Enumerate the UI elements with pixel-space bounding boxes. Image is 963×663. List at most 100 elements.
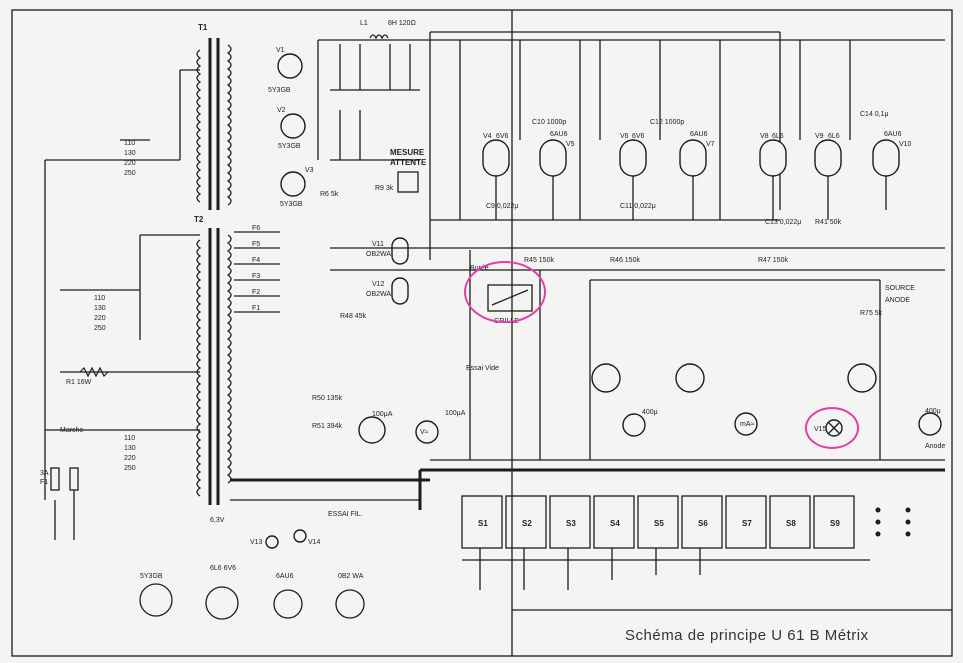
- tap-f6: F6: [252, 225, 260, 232]
- tap-f5: F5: [252, 241, 260, 248]
- switch-banks: S1 S2 S3 S4 S5 S6 S7 S8 S9: [461, 495, 870, 590]
- mains-selector-top: 110 130 220 250: [45, 69, 200, 177]
- svg-text:S5: S5: [654, 519, 664, 528]
- svg-text:V7: V7: [706, 141, 715, 148]
- tap-220-c: 220: [124, 455, 136, 462]
- svg-text:0B2 WA: 0B2 WA: [338, 573, 364, 580]
- pinout-6au6: 6AU6: [273, 573, 303, 619]
- tap-220-a: 220: [124, 160, 136, 167]
- tap-130-a: 130: [124, 150, 136, 157]
- tap-f2: F2: [252, 289, 260, 296]
- label-t2: T2: [194, 215, 204, 224]
- lamp-v14: V14: [293, 529, 321, 546]
- svg-text:Essai Vide: Essai Vide: [466, 365, 499, 372]
- svg-text:6L6: 6L6: [772, 133, 784, 140]
- svg-text:R48 45k: R48 45k: [340, 313, 367, 320]
- svg-text:C13 0,022μ: C13 0,022μ: [765, 219, 801, 226]
- svg-text:5Y3GB: 5Y3GB: [280, 201, 303, 208]
- pinout-6l6: 6L6 6V6: [205, 565, 239, 620]
- svg-text:ANODE: ANODE: [885, 297, 910, 304]
- label-mesure: MESURE: [390, 148, 425, 157]
- tap-250-a: 250: [124, 170, 136, 177]
- tap-110-a: 110: [124, 140, 135, 147]
- svg-text:S9: S9: [830, 519, 840, 528]
- svg-text:V4: V4: [483, 133, 492, 140]
- tap-110-b: 110: [94, 295, 105, 302]
- tap-250-c: 250: [124, 465, 136, 472]
- svg-text:C10 1000p: C10 1000p: [532, 119, 566, 126]
- svg-text:V6: V6: [620, 133, 629, 140]
- svg-text:V8: V8: [760, 133, 769, 140]
- meter-m2: 100μA: [445, 410, 466, 417]
- svg-text:V15: V15: [814, 426, 827, 433]
- svg-text:R41 50k: R41 50k: [815, 219, 842, 226]
- tube-v11: V11 OB2WA: [366, 237, 409, 265]
- svg-text:S7: S7: [742, 519, 752, 528]
- svg-text:R51 394k: R51 394k: [312, 423, 342, 430]
- label-marche: Marche: [60, 427, 83, 434]
- svg-text:R9 3k: R9 3k: [375, 185, 394, 192]
- tap-f4: F4: [252, 257, 260, 264]
- fuse-f1: 3A F1: [40, 467, 79, 540]
- svg-text:3A: 3A: [40, 470, 49, 477]
- svg-text:S3: S3: [566, 519, 576, 528]
- svg-text:mA≈: mA≈: [740, 421, 755, 428]
- svg-text:V10: V10: [899, 141, 912, 148]
- svg-text:S4: S4: [610, 519, 620, 528]
- svg-text:V5: V5: [566, 141, 575, 148]
- lamp-v13: V13: [250, 535, 279, 549]
- page-title: Schéma de principe U 61 B Métrix: [625, 627, 869, 644]
- svg-text:S6: S6: [698, 519, 708, 528]
- tap-f1: F1: [252, 305, 260, 312]
- tube-v10: 6AU6 V10: [872, 131, 912, 177]
- svg-text:V12: V12: [372, 281, 385, 288]
- svg-text:ESSAI FIL.: ESSAI FIL.: [328, 511, 363, 518]
- svg-text:5Y3GB: 5Y3GB: [278, 143, 301, 150]
- svg-text:6,3V: 6,3V: [210, 517, 225, 524]
- svg-text:6L6: 6L6: [828, 133, 840, 140]
- svg-text:100μA: 100μA: [372, 411, 393, 418]
- transformer-t1: T1: [196, 23, 232, 210]
- svg-text:OB2WA: OB2WA: [366, 251, 391, 258]
- resistor-r1: R1 16W: [60, 366, 200, 386]
- svg-text:R45 150k: R45 150k: [524, 257, 554, 264]
- meter-m5: 400μ: [918, 408, 942, 436]
- svg-text:R46 150k: R46 150k: [610, 257, 640, 264]
- svg-text:6AU6: 6AU6: [884, 131, 902, 138]
- svg-text:6V6: 6V6: [632, 133, 645, 140]
- tube-v3: V3 5Y3GB: [280, 167, 314, 208]
- svg-text:V11: V11: [372, 241, 384, 248]
- tube-v1: V1 5Y3GB: [268, 47, 303, 94]
- label-r1: R1 16W: [66, 379, 92, 386]
- upper-wiring: C10 1000p C12 1000p C14 0,1μ C9 0,022μ C…: [430, 40, 889, 226]
- label-attente: ATTENTE: [390, 158, 427, 167]
- pinout-5y3gb: 5Y3GB: [139, 573, 173, 617]
- filter-network: [317, 39, 430, 161]
- highlight-v15: [805, 407, 859, 449]
- lamp-v15: V15: [814, 419, 843, 437]
- svg-text:C14 0,1μ: C14 0,1μ: [860, 111, 889, 118]
- tap-250-b: 250: [94, 325, 106, 332]
- svg-text:Anode: Anode: [925, 443, 945, 450]
- svg-text:S8: S8: [786, 519, 796, 528]
- svg-text:OB2WA: OB2WA: [366, 291, 391, 298]
- tube-v12: V12 OB2WA: [366, 277, 409, 305]
- svg-text:R6 5k: R6 5k: [320, 191, 339, 198]
- heater-taps: F6 F5 F4 F3 F2 F1: [234, 225, 280, 313]
- tap-130-c: 130: [124, 445, 136, 452]
- transformer-t2: T2: [194, 215, 232, 505]
- tube-v5: 6AU6 V5: [539, 131, 575, 177]
- meter-m4: mA≈: [734, 412, 758, 436]
- mains-selector-bottom: 110 130 220 250 Marche: [44, 160, 200, 500]
- tap-f3: F3: [252, 273, 260, 280]
- svg-text:V1: V1: [276, 47, 285, 54]
- tube-v2: V2 5Y3GB: [277, 107, 306, 150]
- svg-text:8H 120Ω: 8H 120Ω: [388, 20, 416, 27]
- svg-text:6AU6: 6AU6: [690, 131, 708, 138]
- svg-text:C9 0,022μ: C9 0,022μ: [486, 203, 518, 210]
- svg-text:S1: S1: [478, 519, 488, 528]
- tube-v6: V6 6V6: [619, 133, 647, 177]
- svg-text:L1: L1: [360, 20, 368, 27]
- tap-130-b: 130: [94, 305, 106, 312]
